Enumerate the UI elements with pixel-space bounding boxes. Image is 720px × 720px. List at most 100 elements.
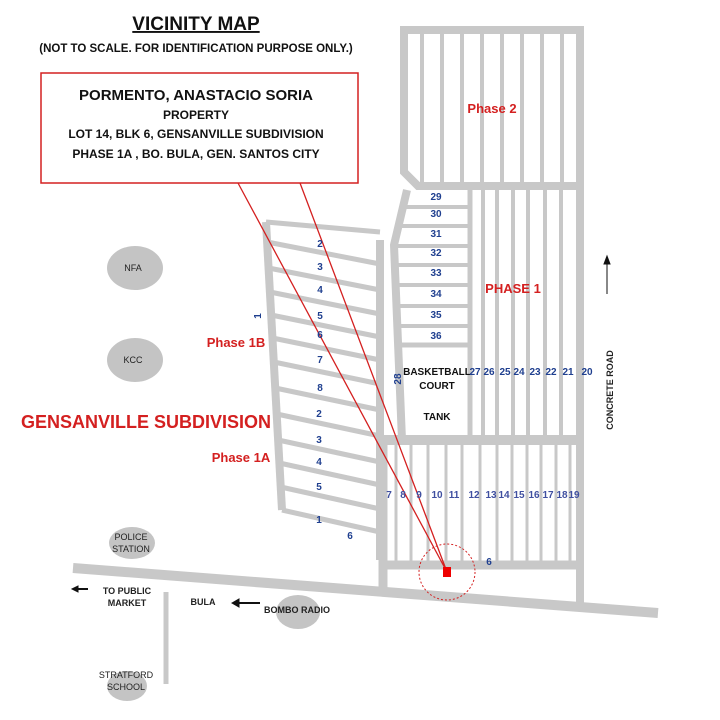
tank-label: TANK: [423, 412, 451, 423]
lot-boundary: [277, 437, 381, 465]
lot-boundary: [276, 411, 381, 439]
lot-boundary: [268, 265, 381, 293]
lot-label: 32: [430, 248, 442, 259]
lot-label: 22: [545, 367, 557, 378]
lot-boundary: [271, 335, 381, 363]
lot-label: 12: [468, 490, 480, 501]
lot-label: 35: [430, 310, 442, 321]
arrow-up-icon: [603, 254, 611, 294]
subdivision-label: GENSANVILLE SUBDIVISION: [21, 412, 271, 432]
lot-label: 11: [449, 490, 460, 501]
phase1a-label: Phase 1A: [212, 450, 271, 465]
lot-label: 30: [430, 209, 442, 220]
lot-label: 4: [317, 285, 323, 296]
phase1a-1b-block: [262, 219, 384, 560]
lot-label: 4: [316, 457, 322, 468]
lot-label: 1: [316, 515, 322, 526]
lot-label: 9: [416, 490, 422, 501]
lot-boundary: [274, 385, 381, 413]
lot-label: 15: [513, 490, 525, 501]
lot-label: 8: [400, 490, 406, 501]
lot-label: 19: [568, 490, 580, 501]
lot-label: 14: [498, 490, 510, 501]
market-label: MARKET: [108, 598, 147, 608]
kcc-landmark: [107, 338, 163, 382]
lot-label: 17: [542, 490, 554, 501]
callout-pointer: [237, 182, 448, 573]
police-label: POLICE: [114, 532, 147, 542]
map-subtitle: (NOT TO SCALE. FOR IDENTIFICATION PURPOS…: [39, 43, 353, 55]
lot-label: 10: [431, 490, 443, 501]
school-label: STRATFORD: [99, 670, 154, 680]
school-landmark: [107, 671, 147, 701]
lot-label: 3: [317, 262, 323, 273]
lot-label: 7: [386, 490, 392, 501]
bombo-landmark: [276, 595, 320, 629]
school-label-2: SCHOOL: [107, 682, 145, 692]
lot-label: 3: [316, 435, 322, 446]
lot-boundary: [265, 219, 381, 235]
bula-label: BULA: [191, 597, 216, 607]
property-highlight-circle: [418, 543, 476, 601]
lot-label: 5: [317, 311, 323, 322]
lot-boundary: [273, 359, 381, 387]
lot-label: 34: [430, 289, 442, 300]
bombo-label: BOMBO RADIO: [264, 605, 330, 615]
phase1b-label: Phase 1B: [207, 335, 266, 350]
court-label: COURT: [419, 381, 455, 392]
concrete-road-label: CONCRETE ROAD: [605, 350, 615, 430]
nfa-landmark: [107, 246, 163, 290]
owner-name: PORMENTO, ANASTACIO SORIA: [79, 87, 313, 104]
lot-label: 26: [483, 367, 495, 378]
kcc-label: KCC: [123, 355, 143, 365]
lot-label: 8: [317, 383, 323, 394]
arrow-left-icon: [230, 598, 260, 608]
lot-label: 6: [486, 557, 492, 568]
lot-boundary: [269, 289, 381, 317]
lot-label: 31: [430, 229, 442, 240]
nfa-label: NFA: [124, 263, 142, 273]
police-landmark: [109, 527, 155, 559]
lot-boundary: [281, 507, 381, 535]
lot-label: 5: [316, 482, 322, 493]
lot-label: 2: [317, 239, 323, 250]
lot-label: 23: [529, 367, 541, 378]
property-address: PHASE 1A , BO. BULA, GEN. SANTOS CITY: [72, 147, 319, 161]
lot-label: 28: [393, 373, 404, 385]
lot-label: 16: [528, 490, 540, 501]
phase1-label: PHASE 1: [485, 281, 541, 296]
lot-label: 2: [316, 409, 322, 420]
lot-label: 20: [581, 367, 593, 378]
lot-label: 24: [513, 367, 525, 378]
to-market-label: TO PUBLIC: [103, 586, 152, 596]
lot-label: 29: [430, 192, 442, 203]
lot-boundary: [278, 460, 381, 488]
lot-label: 21: [562, 367, 574, 378]
property-callout: [40, 72, 359, 184]
station-label: STATION: [112, 544, 150, 554]
lot-label: 18: [556, 490, 568, 501]
lot-label: 25: [499, 367, 511, 378]
lot-boundary: [270, 312, 381, 340]
arrow-icons: [70, 254, 611, 608]
lot-label: 36: [430, 331, 442, 342]
lot-boundary: [280, 484, 381, 512]
lot-boundary: [266, 239, 381, 267]
phase1-block: [378, 30, 584, 606]
arrow-left-icon: [70, 585, 88, 593]
basketball-label: BASKETBALL: [403, 367, 471, 378]
property-lot: LOT 14, BLK 6, GENSANVILLE SUBDIVISION: [68, 127, 323, 141]
map-title: VICINITY MAP: [132, 14, 260, 35]
lot-label: 33: [430, 268, 442, 279]
lot-label: 27: [469, 367, 481, 378]
phase2-label: Phase 2: [467, 101, 516, 116]
lot-label: 7: [317, 355, 323, 366]
lot-label: 13: [485, 490, 497, 501]
lot-label: 1: [253, 313, 264, 319]
property-marker: [443, 567, 451, 577]
lot-label: 6: [317, 330, 323, 341]
main-road: [72, 563, 659, 618]
